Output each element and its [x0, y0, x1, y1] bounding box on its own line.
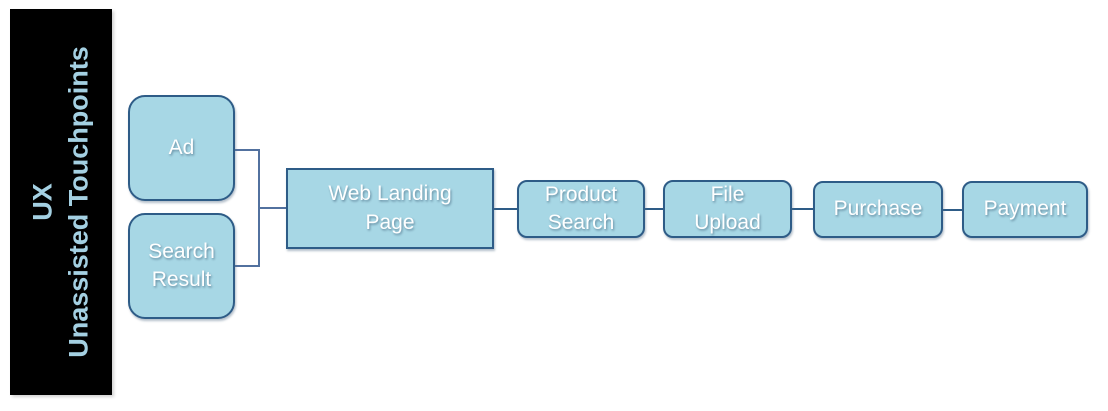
stage-title: UX Unassisted Touchpoints: [25, 46, 98, 358]
connector-search-result-to-junction: [235, 265, 260, 267]
node-ad-label: Ad: [168, 135, 195, 159]
node-search-result: Search Result: [128, 213, 235, 319]
stage-title-line1: UX: [27, 183, 58, 221]
node-search-result-label: Search Result: [148, 239, 215, 291]
node-ad: Ad: [128, 95, 235, 201]
node-file-upload-label: File Upload: [694, 182, 761, 234]
connector-web-landing-page-to-product-search: [492, 208, 519, 210]
connector-purchase-to-payment: [941, 209, 964, 211]
stage-title-line2: Unassisted Touchpoints: [64, 46, 94, 358]
connector-ad-to-junction: [235, 149, 260, 151]
node-product-search: Product Search: [517, 180, 645, 238]
connector-junction-to-web-landing-page: [258, 207, 288, 209]
node-payment: Payment: [962, 181, 1088, 238]
node-payment-label: Payment: [983, 197, 1067, 221]
stage-sidebar: UX Unassisted Touchpoints: [10, 9, 112, 395]
node-file-upload: File Upload: [663, 180, 792, 238]
node-web-landing-page-label: Web Landing Page: [328, 182, 452, 234]
connector-product-search-to-file-upload: [643, 208, 665, 210]
node-web-landing-page: Web Landing Page: [286, 168, 494, 249]
node-purchase: Purchase: [813, 181, 943, 238]
node-product-search-label: Product Search: [544, 182, 618, 234]
connector-file-upload-to-purchase: [790, 208, 815, 210]
node-purchase-label: Purchase: [833, 197, 923, 221]
